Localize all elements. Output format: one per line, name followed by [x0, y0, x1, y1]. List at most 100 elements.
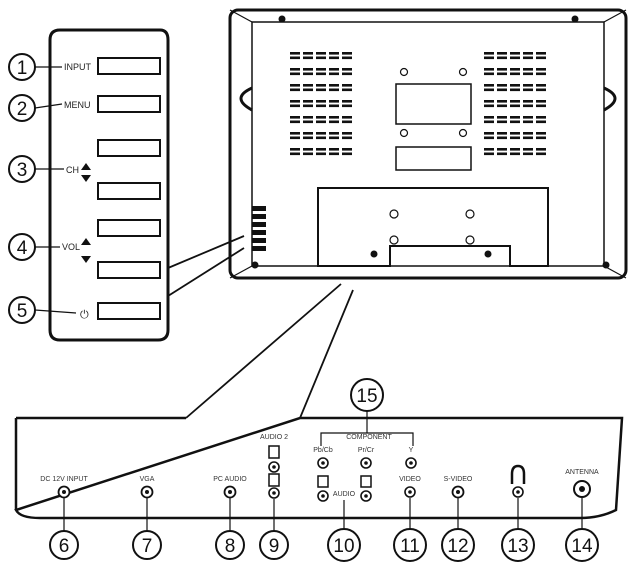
- vent-slot: [342, 104, 352, 108]
- antenna-jack[interactable]: [573, 480, 591, 498]
- vent-slot: [303, 136, 313, 140]
- input-button[interactable]: [97, 57, 161, 75]
- vent-slot: [497, 68, 507, 71]
- vent-slot: [303, 52, 313, 55]
- audio-jacks[interactable]: [317, 475, 372, 502]
- vent-slot: [536, 120, 546, 124]
- vent-slot: [290, 148, 300, 151]
- vent-slot: [523, 56, 533, 60]
- vent-slot: [484, 84, 494, 87]
- callout-12: 12: [447, 536, 468, 557]
- rear-connector-panel: DC 12V INPUT VGA PC AUDIO AUDIO 2 COMPON…: [14, 283, 624, 520]
- vent-slot: [497, 84, 507, 87]
- tv-back-view: [228, 8, 628, 280]
- vent-slot: [290, 56, 300, 60]
- dc-input-jack[interactable]: [57, 485, 71, 499]
- vent-slot: [523, 84, 533, 87]
- vent-slot: [316, 56, 326, 60]
- callout-8: 8: [225, 536, 236, 557]
- vent-slot: [342, 68, 352, 71]
- vent-slot: [329, 136, 339, 140]
- vol-down-button[interactable]: [97, 261, 161, 279]
- vent-grille-left: [290, 52, 352, 156]
- vent-slot: [342, 148, 352, 151]
- vent-slot: [523, 100, 533, 103]
- connector-housing: [317, 187, 549, 267]
- vol-up-arrow-icon: [81, 238, 91, 245]
- vent-slot: [484, 148, 494, 151]
- vent-slot: [523, 136, 533, 140]
- center-plate-lower: [395, 146, 472, 171]
- vent-slot: [303, 100, 313, 103]
- vent-slot: [510, 148, 520, 151]
- vent-slot: [510, 120, 520, 124]
- vent-slot: [290, 68, 300, 71]
- ch-up-button[interactable]: [97, 139, 161, 157]
- callout-7: 7: [142, 536, 153, 557]
- component-label: COMPONENT: [346, 434, 392, 441]
- ch-down-button[interactable]: [97, 182, 161, 200]
- vent-slot: [342, 100, 352, 103]
- vol-label: VOL: [62, 242, 80, 252]
- vent-slot: [536, 52, 546, 55]
- headphone-jack[interactable]: [510, 464, 526, 498]
- vent-slot: [523, 148, 533, 151]
- ch-down-arrow-icon: [81, 175, 91, 182]
- vent-slot: [523, 72, 533, 76]
- vent-slot: [484, 120, 494, 124]
- pc-audio-label: PC AUDIO: [213, 476, 247, 483]
- vent-slot: [303, 68, 313, 71]
- vent-slot: [497, 152, 507, 156]
- vent-slot: [329, 88, 339, 92]
- vent-grille-right: [484, 52, 546, 156]
- audio2-jacks[interactable]: [268, 445, 280, 499]
- vent-slot: [510, 132, 520, 135]
- vent-slot: [342, 52, 352, 55]
- vol-up-button[interactable]: [97, 219, 161, 237]
- connector-panel-outline: [14, 416, 624, 520]
- vent-slot: [303, 84, 313, 87]
- vent-slot: [329, 56, 339, 60]
- svideo-jack[interactable]: [451, 485, 465, 499]
- callout-1: 1: [17, 58, 28, 79]
- pc-audio-jack[interactable]: [223, 485, 237, 499]
- callout-9: 9: [269, 536, 280, 557]
- vent-slot: [497, 104, 507, 108]
- vent-slot: [510, 52, 520, 55]
- vent-slot: [497, 132, 507, 135]
- tv-side-buttons: [252, 206, 266, 251]
- vent-slot: [536, 56, 546, 60]
- vent-slot: [536, 100, 546, 103]
- callout-11: 11: [400, 536, 420, 557]
- component-jacks[interactable]: [317, 457, 417, 469]
- callout-4: 4: [17, 238, 28, 259]
- vent-slot: [523, 68, 533, 71]
- vent-slot: [523, 132, 533, 135]
- vent-slot: [290, 52, 300, 55]
- vent-slot: [290, 84, 300, 87]
- vent-slot: [484, 132, 494, 135]
- vga-port[interactable]: [140, 485, 154, 499]
- vent-slot: [497, 88, 507, 92]
- video-jack[interactable]: [404, 486, 416, 498]
- vent-slot: [484, 72, 494, 76]
- callout-14: 14: [571, 536, 593, 557]
- vent-slot: [536, 132, 546, 135]
- vent-slot: [290, 116, 300, 119]
- vent-slot: [536, 88, 546, 92]
- callout-5: 5: [17, 301, 28, 322]
- vent-slot: [497, 148, 507, 151]
- vent-slot: [329, 152, 339, 156]
- vent-slot: [329, 104, 339, 108]
- vent-slot: [329, 120, 339, 124]
- vent-slot: [316, 88, 326, 92]
- vent-slot: [342, 132, 352, 135]
- rear-callouts: 6 7 8 9 10 11 12 13 14 15: [49, 378, 599, 562]
- svideo-label: S-VIDEO: [444, 476, 473, 483]
- vent-slot: [484, 68, 494, 71]
- power-button[interactable]: [97, 302, 161, 320]
- menu-button[interactable]: [97, 95, 161, 113]
- vent-slot: [536, 84, 546, 87]
